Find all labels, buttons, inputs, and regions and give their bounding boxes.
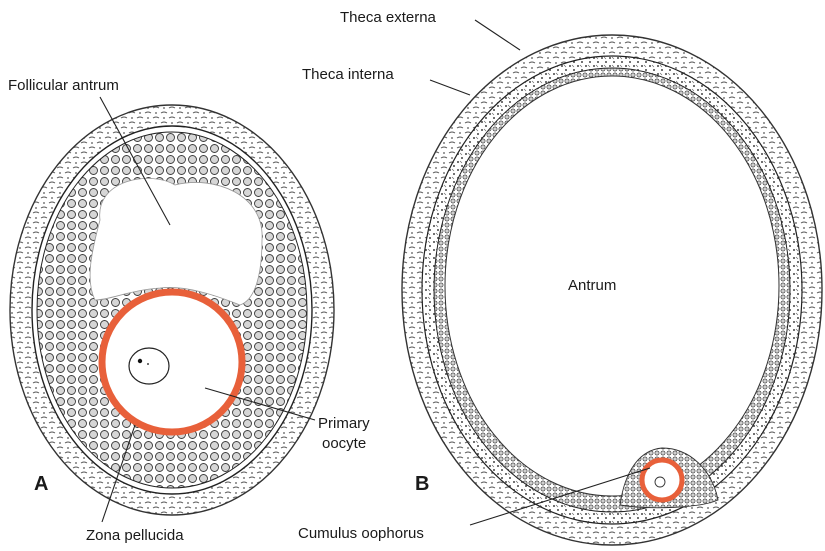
leader-theca-interna	[430, 80, 470, 95]
label-antrum: Antrum	[568, 277, 616, 294]
label-follicular-antrum: Follicular antrum	[8, 77, 119, 94]
follicular-antrum-cavity	[90, 178, 262, 305]
oocyte-nucleus	[129, 348, 169, 384]
label-theca-externa: Theca externa	[340, 9, 437, 26]
panel-letter-a: A	[34, 473, 48, 495]
leader-theca-externa	[475, 20, 520, 50]
label-primary-oocyte-1: Primary	[318, 415, 370, 432]
label-zona-pellucida: Zona pellucida	[86, 527, 184, 544]
follicle-a	[10, 105, 334, 515]
oocyte-nucleus-b	[655, 477, 665, 487]
panel-letter-b: B	[415, 473, 429, 495]
label-primary-oocyte-2: oocyte	[322, 435, 366, 452]
zona-pellucida-a	[102, 292, 242, 432]
label-cumulus-oophorus: Cumulus oophorus	[298, 525, 424, 542]
label-theca-interna: Theca interna	[302, 66, 394, 83]
nucleolus	[138, 359, 142, 363]
